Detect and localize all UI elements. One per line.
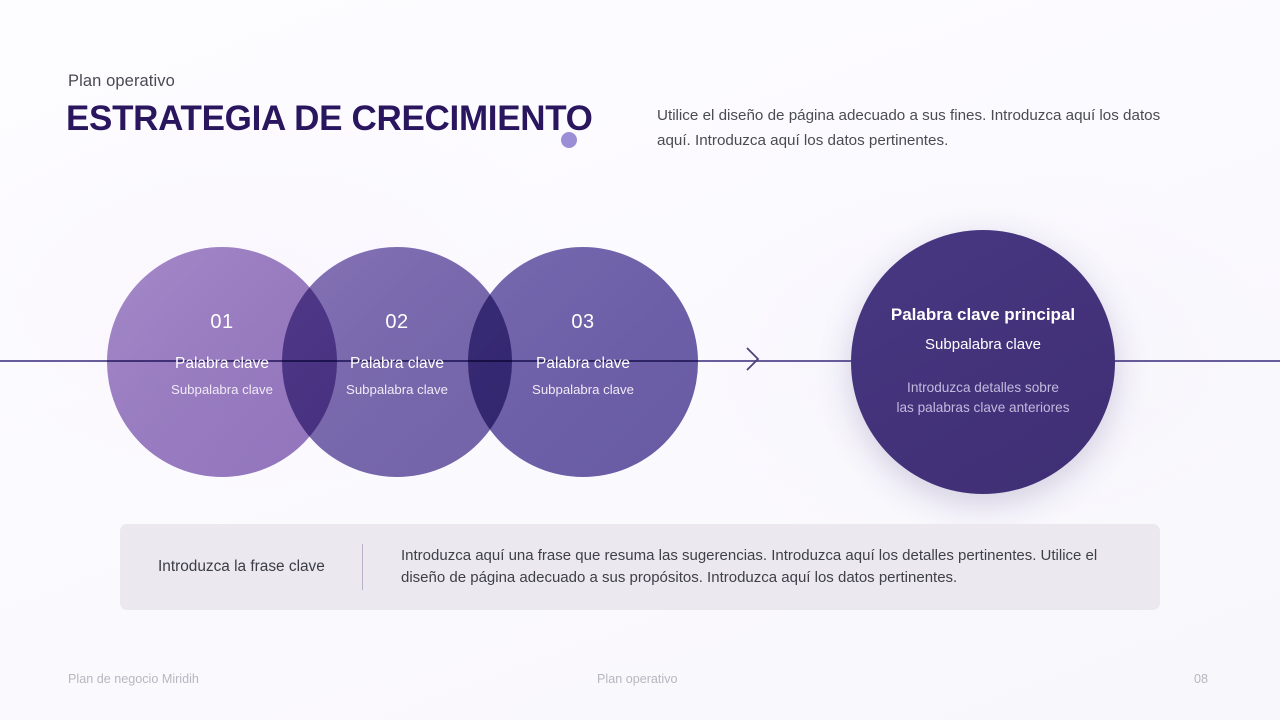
result-subkeyword: Subpalabra clave [925,336,1041,353]
eyebrow-label: Plan operativo [68,72,175,90]
result-detail: Introduzca detalles sobre las palabras c… [851,378,1115,418]
callout-divider [362,544,363,590]
step-number-3: 03 [571,311,595,333]
callout-key-label: Introduzca la frase clave [158,558,325,575]
callout-box: Introduzca la frase clave Introduzca aqu… [120,524,1160,610]
callout-body-text: Introduzca aquí una frase que resuma las… [401,546,1098,587]
result-detail-line-1: Introduzca detalles sobre [907,380,1059,395]
result-detail-line-2: las palabras clave anteriores [896,400,1070,415]
step-keyword-3: Palabra clave [536,355,630,372]
intro-paragraph: Utilice el diseño de página adecuado a s… [657,107,1161,149]
result-keyword: Palabra clave principal [890,305,1076,324]
step-subkeyword-3: Subpalabra clave [532,381,634,397]
result-circle [851,230,1115,494]
footer-page-number: 08 [1194,672,1209,686]
chevron-right-icon [744,345,762,373]
footer-left-label: Plan de negocio Miridih [68,672,199,686]
footer-center-label: Plan operativo [597,672,678,686]
page-title: ESTRATEGIA DE CRECIMIENTO [66,99,593,138]
step-label-3: 03 Palabra clave Subpalabra clave [468,312,698,396]
result-label: Palabra clave principal Subpalabra clave… [851,306,1115,418]
accent-dot-icon [561,132,577,148]
